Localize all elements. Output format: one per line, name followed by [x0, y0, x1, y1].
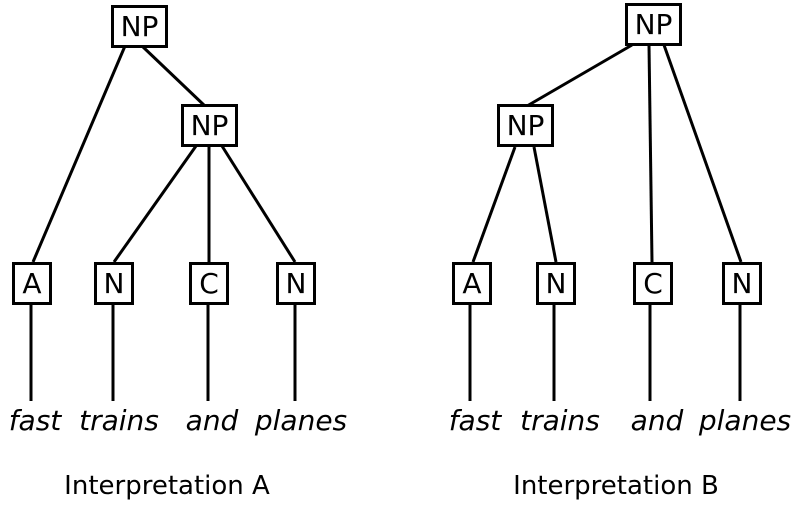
tree-b-leaf-adjective: A: [452, 262, 492, 305]
edge-b-root-to-n2: [662, 44, 743, 263]
tree-b-inner-np-node: NP: [497, 104, 554, 147]
tree-a-caption: Interpretation A: [64, 471, 270, 501]
tree-a-word-and: and: [185, 404, 239, 437]
tree-a-inner-np-node: NP: [181, 104, 238, 147]
tree-a-root-node: NP: [111, 5, 168, 48]
tree-a-word-planes: planes: [254, 404, 348, 437]
tree-b-leaf-noun2: N: [722, 262, 762, 305]
edge-a-root-to-a: [31, 45, 127, 263]
edge-b-np-to-n1: [532, 146, 558, 263]
tree-a-leaf-conjunction: C: [189, 262, 229, 305]
edge-b-root-to-np: [526, 43, 633, 108]
tree-b-word-planes: planes: [698, 404, 792, 437]
tree-b-word-fast: fast: [448, 404, 502, 437]
edge-b-root-to-c: [647, 44, 654, 263]
edge-a-root-to-np: [140, 44, 208, 109]
tree-b-leaf-noun1: N: [536, 262, 576, 305]
tree-a-leaf-adjective: A: [12, 262, 52, 305]
tree-a-leaf-noun2: N: [276, 262, 316, 305]
tree-a-leaf-noun1: N: [94, 262, 134, 305]
tree-a-word-fast: fast: [8, 404, 62, 437]
tree-b-leaf-conjunction: C: [633, 262, 673, 305]
edge-a-np-to-n2: [220, 145, 297, 263]
edge-b-np-to-a: [471, 146, 517, 263]
tree-b-root-node: NP: [625, 3, 682, 46]
edge-a-np-to-n1: [112, 145, 198, 263]
tree-a-word-trains: trains: [79, 404, 159, 437]
tree-b-word-and: and: [630, 404, 684, 437]
tree-b-caption: Interpretation B: [513, 471, 719, 501]
tree-b-word-trains: trains: [520, 404, 600, 437]
